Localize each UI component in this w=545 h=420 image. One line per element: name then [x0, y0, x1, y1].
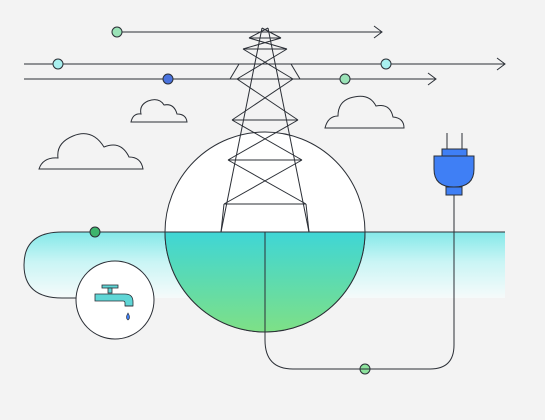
water-faucet-icon: [94, 284, 134, 321]
cloud-right: [324, 95, 405, 129]
transmission-tower: [220, 27, 310, 233]
power-line-top-arrow: [373, 25, 383, 39]
cable-line: [264, 194, 455, 370]
dot-blue: [162, 73, 174, 85]
electric-plug: [433, 133, 475, 196]
dot-green-right: [339, 73, 351, 85]
power-line-bottom-arrow: [427, 72, 437, 86]
cloud-left: [38, 133, 144, 170]
dot-cyan-right: [380, 58, 392, 70]
dot-green-top: [111, 26, 123, 38]
cloud-middle: [130, 99, 188, 123]
dot-water: [89, 226, 101, 238]
power-line-middle-arrow: [496, 57, 506, 71]
dot-cyan-left: [52, 58, 64, 70]
